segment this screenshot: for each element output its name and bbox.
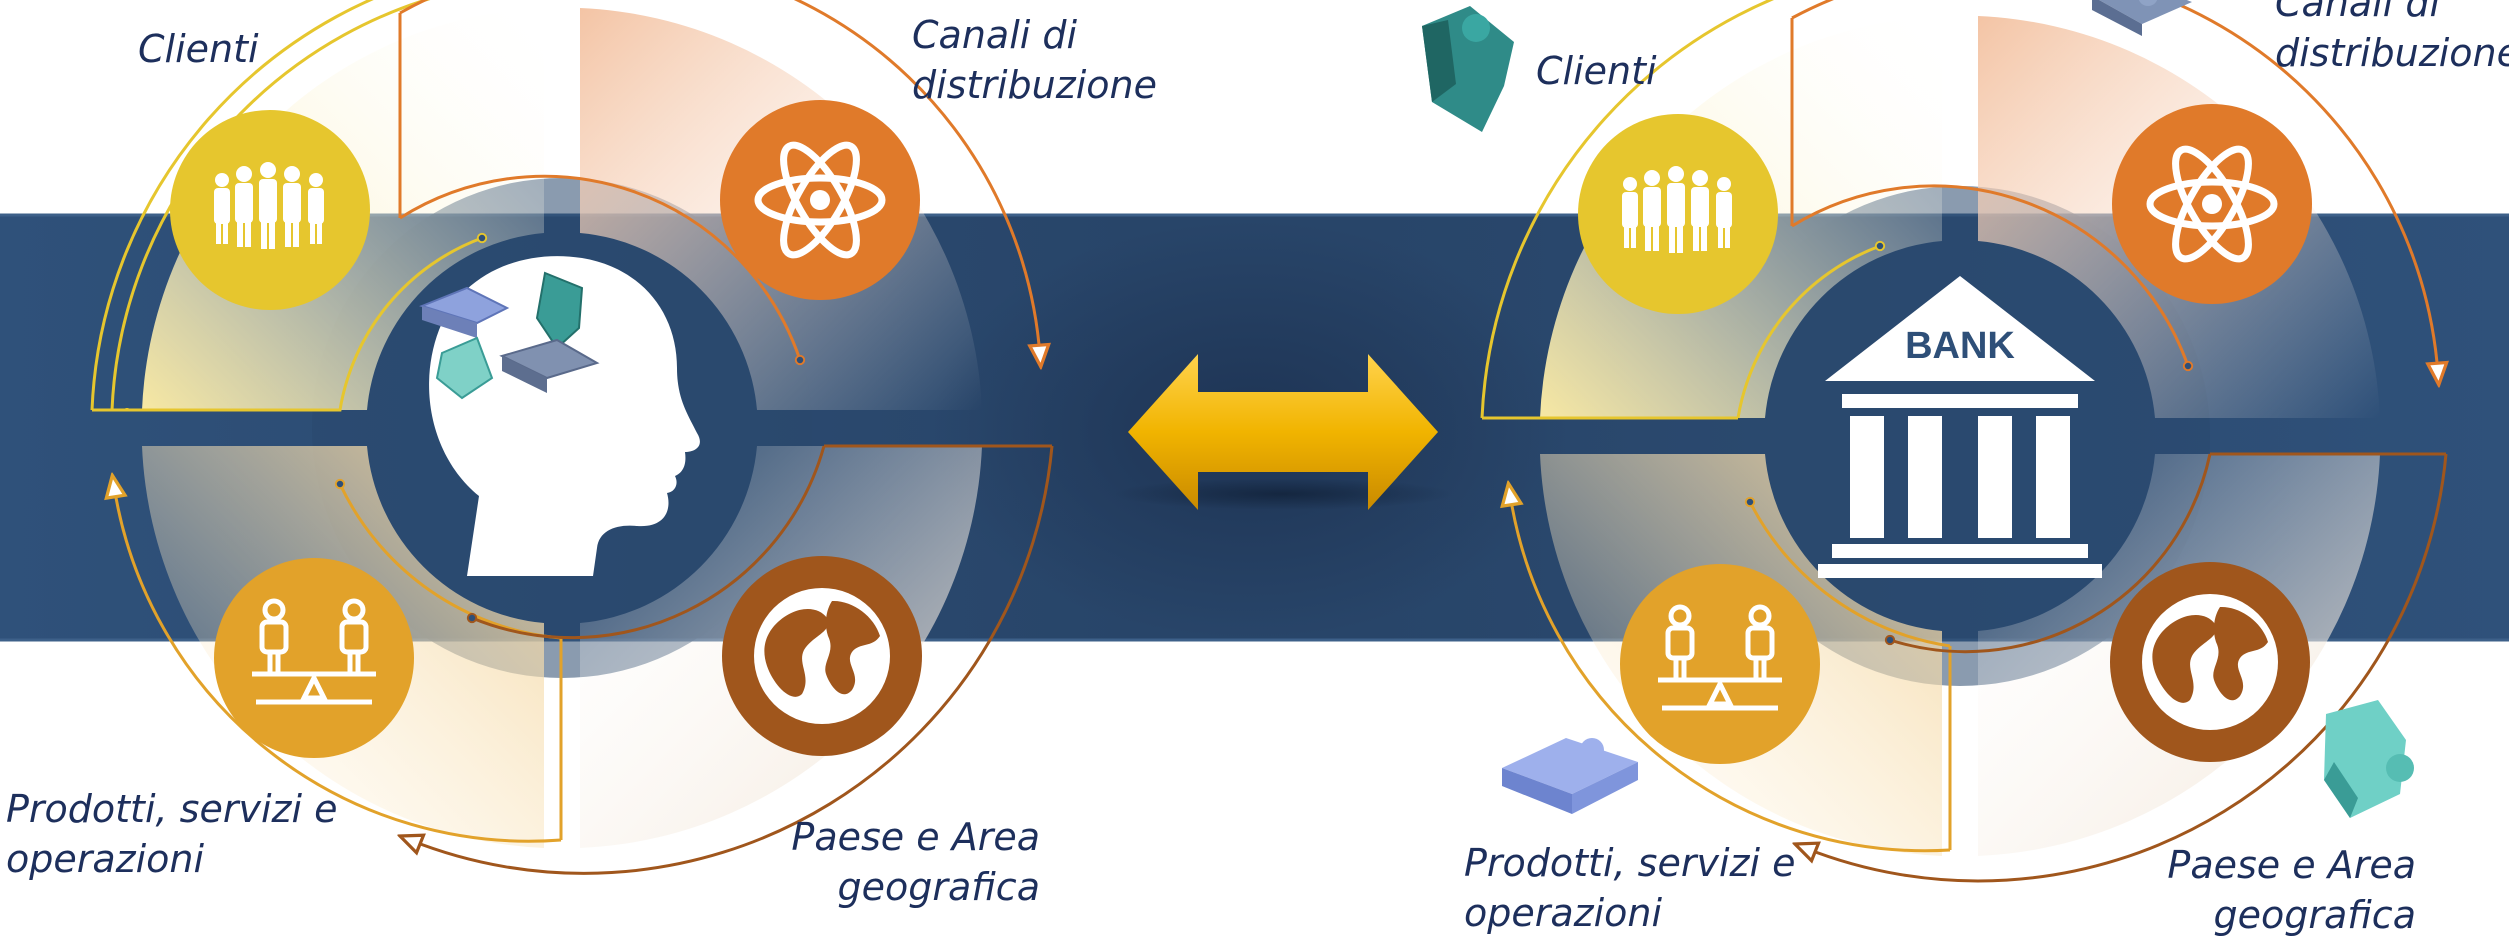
balance-scale-people-icon bbox=[1658, 604, 1782, 711]
canali-segment-right bbox=[1790, 0, 2438, 418]
head-with-puzzle-pieces-icon bbox=[419, 256, 700, 577]
atom-icon bbox=[754, 141, 886, 259]
left-canali-label: Canali di distribuzione bbox=[912, 13, 1157, 107]
bank-label: BANK bbox=[1905, 325, 2015, 367]
atom-icon bbox=[2146, 145, 2278, 263]
globe-icon bbox=[754, 588, 890, 724]
clienti-segment bbox=[90, 0, 544, 412]
prodotti-segment-right bbox=[1510, 454, 1952, 856]
paese-segment-right bbox=[1805, 452, 2448, 883]
double-headed-arrow-icon bbox=[1113, 354, 1453, 510]
people-group-icon bbox=[214, 162, 324, 249]
puzzle-pieces-group bbox=[419, 271, 600, 400]
puzzle-piece-slate-top-icon bbox=[2092, 0, 2192, 36]
right-prodotti-label: Prodotti, servizi e operazioni bbox=[1464, 841, 1796, 935]
right-canali-label: Canali di distribuzione bbox=[2275, 0, 2509, 75]
puzzle-piece-teal-bottom-icon bbox=[2324, 700, 2414, 818]
bank-building-icon: BANK bbox=[1818, 276, 2102, 578]
left-clienti-label: Clienti bbox=[138, 27, 259, 71]
puzzle-piece-teal-top-icon bbox=[1422, 6, 1514, 132]
left-prodotti-label: Prodotti, servizi e operazioni bbox=[6, 787, 338, 881]
prodotti-icon-disc bbox=[214, 558, 414, 758]
canali-segment bbox=[398, 0, 1040, 410]
right-cycle: BANK bbox=[1480, 0, 2448, 883]
balance-scale-people-icon bbox=[252, 598, 376, 705]
right-paese-label: Paese e Area geografica bbox=[2167, 843, 2416, 937]
left-cycle bbox=[90, 0, 1054, 875]
right-clienti-label: Clienti bbox=[1536, 49, 1657, 93]
prodotti-segment bbox=[114, 446, 563, 848]
paese-segment bbox=[410, 444, 1054, 875]
people-group-icon bbox=[1622, 166, 1732, 253]
puzzle-piece-blue-bottom-icon bbox=[1502, 738, 1638, 814]
globe-icon bbox=[2142, 594, 2278, 730]
left-paese-label: Paese e Area geografica bbox=[791, 815, 1040, 909]
clienti-segment-right bbox=[1480, 0, 1942, 420]
